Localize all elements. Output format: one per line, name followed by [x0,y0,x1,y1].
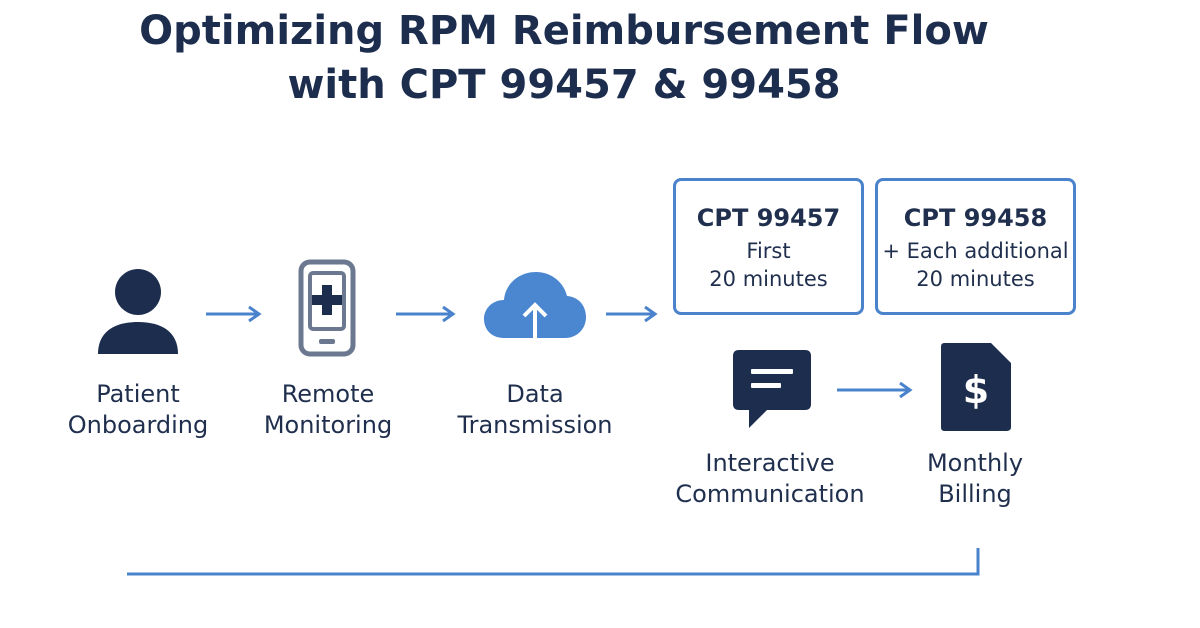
cpt-code: CPT 99457 [696,204,841,232]
title-line-2: with CPT 99457 & 99458 [287,62,841,108]
chat-bubble-icon [733,350,811,428]
title-line-1: Optimizing RPM Reimbursement Flow [139,8,989,54]
cpt-desc: First 20 minutes [709,239,828,291]
flow-arrow-4 [837,381,913,399]
return-flow-line [127,548,980,576]
cpt-desc: + Each additional 20 minutes [882,239,1069,291]
step-label-patient-onboarding: Patient Onboarding [67,380,209,439]
step-label-remote-monitoring: Remote Monitoring [263,380,393,439]
cpt-99457-box: CPT 99457 First 20 minutes [673,178,864,315]
page-title: Optimizing RPM Reimbursement Flow with C… [0,4,1128,112]
svg-text:$: $ [963,368,989,412]
cloud-upload-icon [484,272,586,338]
step-label-monthly-billing: Monthly Billing [926,449,1024,508]
dollar-document-icon: $ [941,343,1011,431]
flow-arrow-1 [206,305,262,323]
flow-arrow-2 [396,305,456,323]
medical-phone-icon [298,259,356,357]
cpt-99458-box: CPT 99458 + Each additional 20 minutes [875,178,1076,315]
flow-arrow-3 [606,305,658,323]
step-label-interactive-communication: Interactive Communication [675,449,865,508]
cpt-code: CPT 99458 [903,204,1048,232]
step-label-data-transmission: Data Transmission [457,380,613,439]
person-icon [98,269,178,354]
